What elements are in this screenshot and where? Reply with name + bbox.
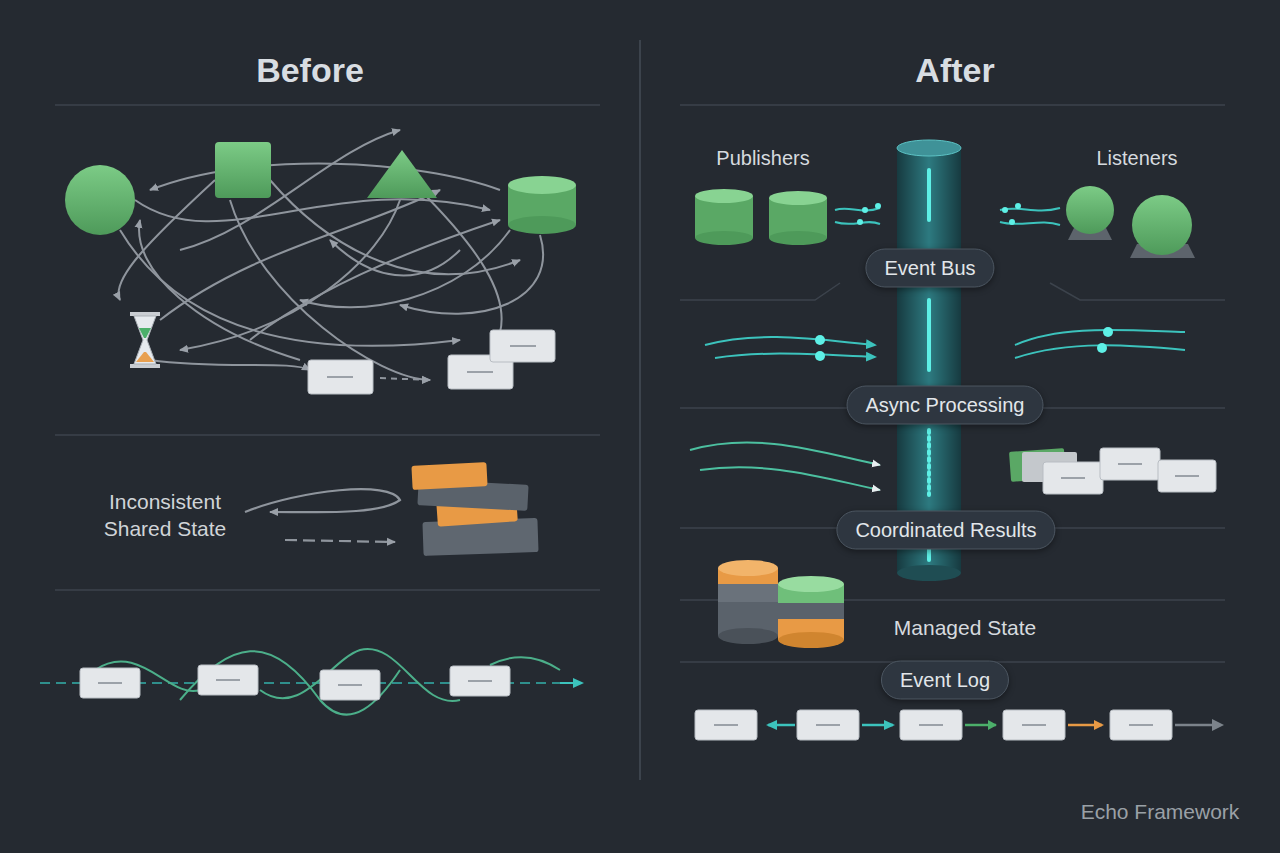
stage-pill: Async Processing [847, 386, 1044, 425]
group-label: Listeners [1096, 145, 1177, 171]
pill-text: Event Log [900, 669, 990, 691]
state-label: Inconsistent Shared State [75, 488, 255, 543]
stage-pill: Event Log [881, 661, 1009, 700]
stage-pill: Coordinated Results [836, 511, 1055, 550]
panel-heading: After [915, 48, 994, 92]
watermark: Echo Framework [1081, 798, 1240, 825]
state-label: Managed State [894, 614, 1036, 641]
pill-text: Coordinated Results [855, 519, 1036, 541]
stage-pill: Event Bus [865, 249, 994, 288]
group-label: Publishers [716, 145, 809, 171]
panel-heading: Before [256, 48, 364, 92]
pill-text: Event Bus [884, 257, 975, 279]
pill-text: Async Processing [866, 394, 1025, 416]
